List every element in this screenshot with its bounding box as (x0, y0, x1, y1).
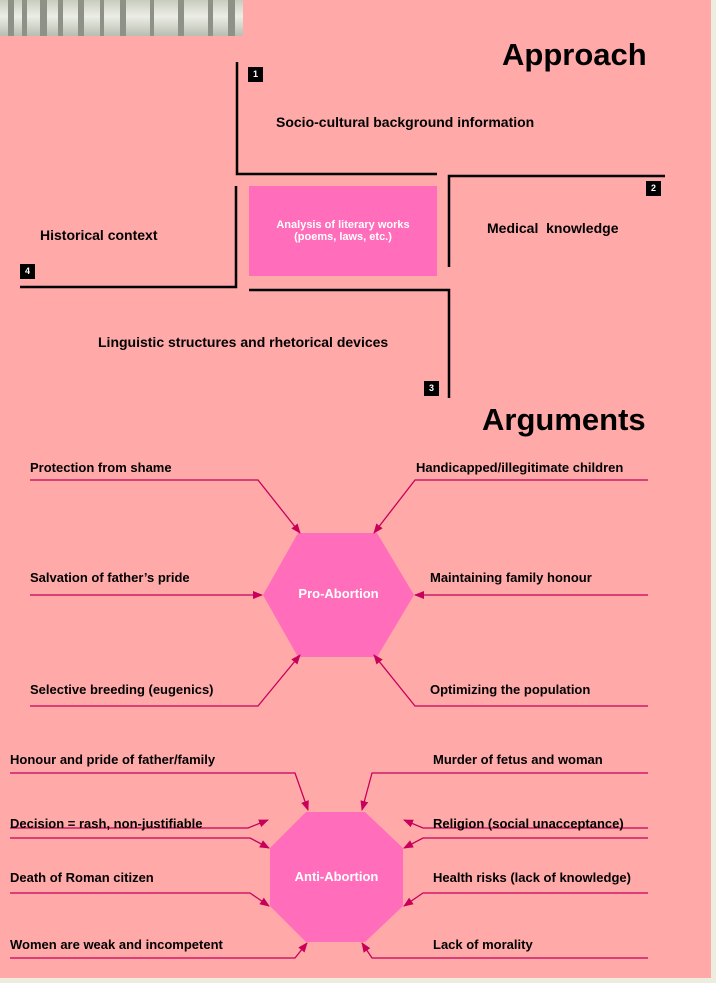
pro-item-6: Optimizing the population (430, 682, 591, 697)
approach-item-medical: Medical knowledge (487, 220, 619, 236)
anti-arrow-health-risks-arrow (403, 819, 648, 829)
pro-arrow-6 (373, 654, 648, 707)
center-box-line-2: (poems, laws, etc.) (294, 231, 392, 243)
approach-item-socio-cultural: Socio-cultural background information (276, 114, 535, 130)
anti-arrow-women-weak-arrow (10, 892, 270, 907)
anti-item-3: Decision = rash, non-justifiable (10, 816, 203, 831)
approach-item-linguistic: Linguistic structures and rhetorical dev… (98, 334, 389, 350)
anti-item-7: Women are weak and incompetent (10, 937, 223, 952)
pro-arrow-1 (30, 479, 301, 534)
pro-abortion-label: Pro-Abortion (298, 586, 379, 601)
anti-arrow-women-bottom-arrow (10, 942, 308, 959)
approach-title: Approach (502, 37, 647, 72)
anti-item-6: Health risks (lack of knowledge) (433, 870, 631, 885)
pro-abortion-hexagon (263, 533, 414, 657)
anti-arrow-3 (10, 837, 270, 849)
pro-item-3: Salvation of father’s pride (30, 570, 190, 585)
anti-arrow-death-of-roman-citizen-arrow (10, 819, 269, 829)
anti-item-5: Death of Roman citizen (10, 870, 154, 885)
anti-arrow-4 (403, 837, 648, 849)
anti-abortion-label: Anti-Abortion (294, 869, 379, 884)
pro-item-4: Maintaining family honour (430, 570, 592, 585)
anti-arrow-2 (360, 772, 648, 811)
arguments-title: Arguments (482, 402, 646, 437)
approach-number-4: 4 (20, 264, 35, 279)
anti-arrow-1 (10, 772, 309, 811)
approach-number-1: 1 (248, 67, 263, 82)
pro-item-1: Protection from shame (30, 460, 172, 475)
center-box-line-1: Analysis of literary works (276, 219, 410, 231)
pro-item-2: Handicapped/illegitimate children (416, 460, 624, 475)
anti-item-8: Lack of morality (433, 937, 533, 952)
approach-frame (20, 62, 665, 398)
approach-item-historical: Historical context (40, 227, 158, 243)
anti-lower-arrows (10, 819, 648, 959)
approach-center-box: Analysis of literary works (poems, laws,… (249, 186, 437, 276)
pro-item-5: Selective breeding (eugenics) (30, 682, 214, 697)
anti-item-2: Murder of fetus and woman (433, 752, 603, 767)
approach-number-3: 3 (424, 381, 439, 396)
anti-arrow-lack-of-morality-arrow (403, 892, 648, 907)
anti-arrow-morality-bottom-arrow (361, 942, 648, 959)
approach-number-2: 2 (646, 181, 661, 196)
pro-arrow-2 (373, 479, 648, 534)
pro-arrow-5 (30, 654, 301, 707)
anti-abortion-octagon (270, 812, 403, 942)
anti-item-4: Religion (social unacceptance) (433, 816, 624, 831)
anti-item-1: Honour and pride of father/family (10, 752, 216, 767)
ruins-photo (0, 0, 243, 36)
